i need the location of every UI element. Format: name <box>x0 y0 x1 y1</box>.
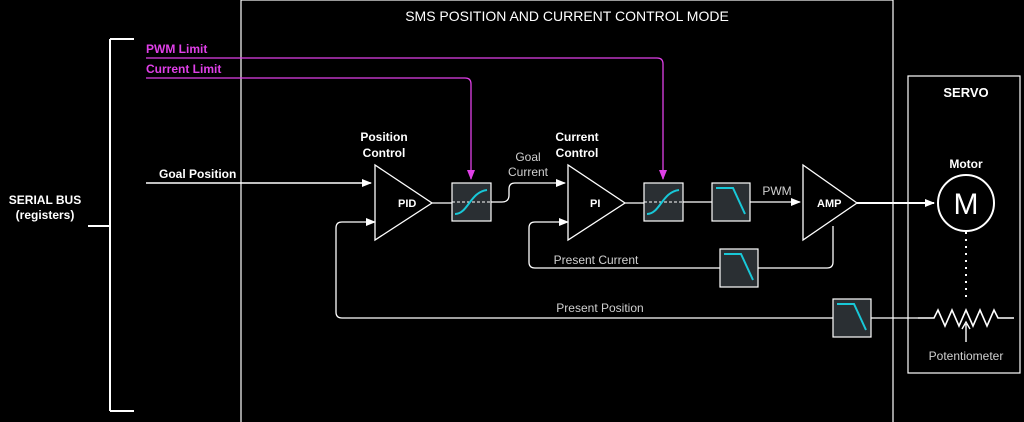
lowpass-filter-icon <box>716 187 746 215</box>
servo-title: SERVO <box>943 85 988 100</box>
goal-current-label-2: Current <box>508 165 549 179</box>
present-position-label: Present Position <box>556 301 643 315</box>
current-limit-label: Current Limit <box>146 62 221 76</box>
potentiometer-icon <box>918 308 1014 342</box>
goal-current-line <box>491 179 566 203</box>
serial-bus-bracket <box>88 38 134 412</box>
amp-label: AMP <box>817 198 841 210</box>
pwm-limit-line <box>146 57 667 180</box>
goal-position-label: Goal Position <box>159 167 236 181</box>
serial-bus-sublabel: (registers) <box>16 208 75 222</box>
lowpass-filter-icon <box>837 303 867 331</box>
position-control-label: Position <box>360 130 407 144</box>
position-control-label-2: Control <box>363 146 406 160</box>
mode-title: SMS POSITION AND CURRENT CONTROL MODE <box>405 8 729 24</box>
pwm-limit-label: PWM Limit <box>146 42 207 56</box>
amp-block <box>802 163 859 242</box>
serial-bus-label: SERIAL BUS <box>9 193 81 207</box>
present-current-label: Present Current <box>554 253 639 267</box>
saturation-curve-icon <box>454 189 488 215</box>
mode-frame <box>240 0 894 422</box>
pi-label: PI <box>590 198 600 210</box>
motor-label: Motor <box>949 157 983 171</box>
servo-frame <box>907 75 1021 374</box>
pwm-label: PWM <box>762 184 791 198</box>
pid-label: PID <box>398 198 416 210</box>
pi-block <box>567 163 627 242</box>
potentiometer-label: Potentiometer <box>929 349 1004 363</box>
present-current-feedback-line <box>758 226 834 269</box>
motor-symbol: M <box>954 188 979 221</box>
lowpass-filter-icon <box>724 253 754 281</box>
goal-current-label: Goal <box>515 150 540 164</box>
current-control-label: Current <box>555 130 598 144</box>
current-limit-line <box>146 77 475 180</box>
present-position-line <box>335 218 833 319</box>
present-current-line <box>528 218 720 269</box>
saturation-curve-icon <box>646 189 680 215</box>
pid-block <box>374 163 434 242</box>
motor-icon <box>937 174 995 232</box>
current-control-label-2: Control <box>556 146 599 160</box>
